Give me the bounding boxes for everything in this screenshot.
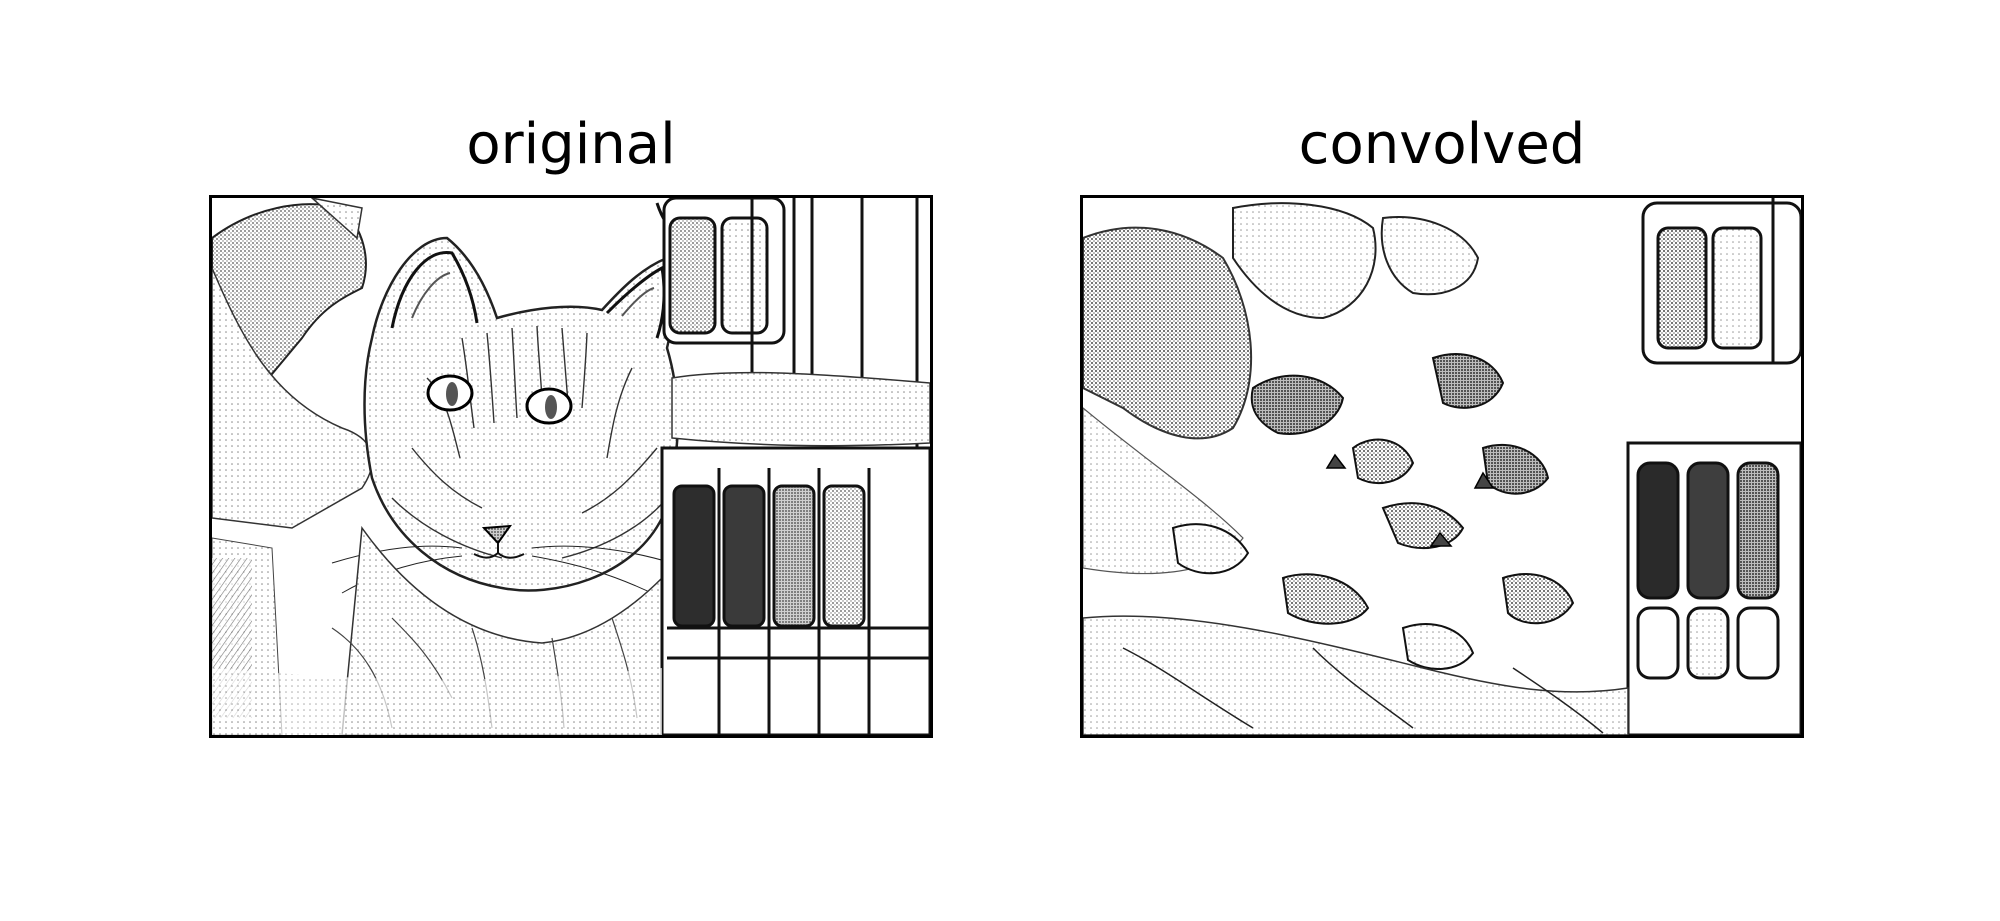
cat-image-convolved	[1083, 198, 1801, 735]
cat-image-original	[212, 198, 930, 735]
image-panel-original	[209, 195, 933, 738]
image-panel-convolved	[1080, 195, 1804, 738]
panel-title-original: original	[466, 112, 676, 177]
panel-title-convolved: convolved	[1298, 112, 1586, 177]
